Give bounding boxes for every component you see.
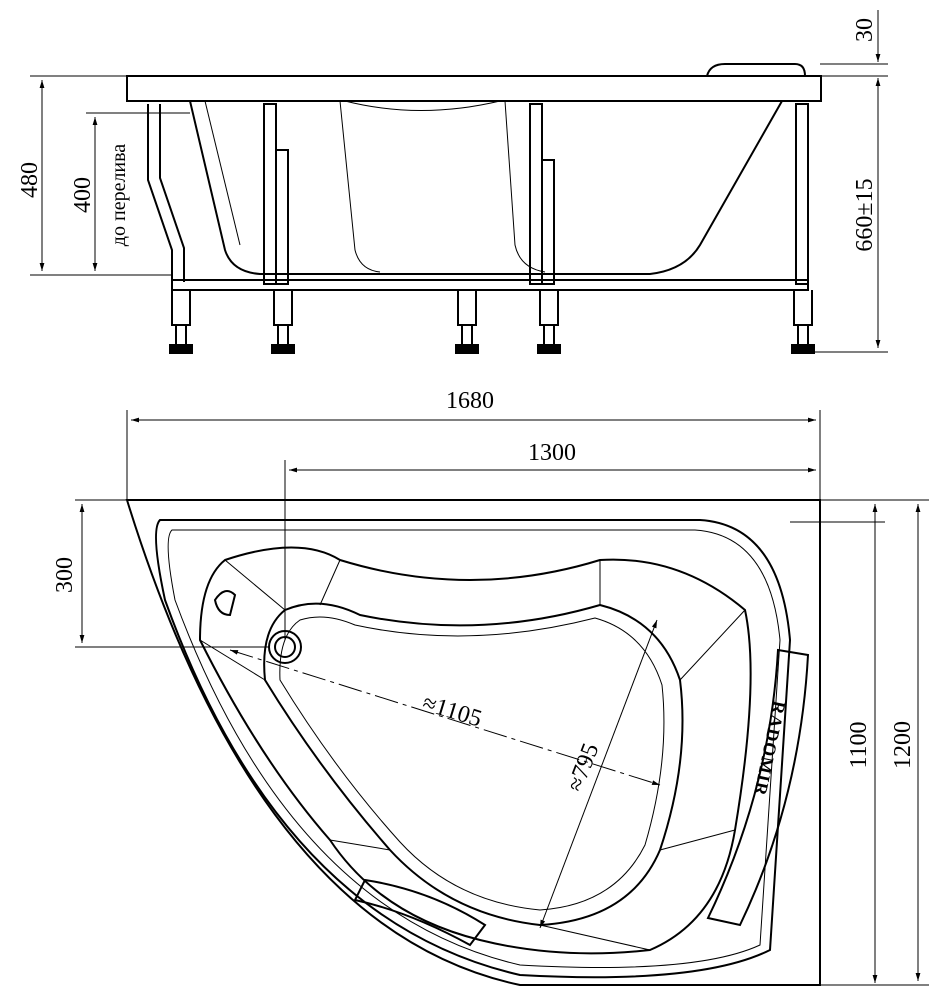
tub-contour: [204, 100, 241, 246]
tub-body: [189, 100, 783, 275]
rim-contour: [167, 529, 781, 968]
dim-480: 480: [17, 162, 43, 198]
dim-400: 400: [70, 177, 96, 213]
dim-1680: 1680: [446, 388, 494, 414]
dim-30: 30: [852, 18, 878, 42]
bowl-facets: [199, 559, 746, 951]
dim-795: ≈795: [563, 740, 605, 795]
dim-1100: 1100: [846, 721, 872, 768]
top-dimensions: 1680 1300 300 ≈1105 ≈795 1100 1200: [52, 388, 929, 986]
headrest-top: [353, 878, 487, 947]
top-view: RADOMIR 1680 1300 300 ≈1105 ≈795 1100 12…: [52, 388, 929, 986]
dim-1300: 1300: [528, 440, 576, 466]
dim-1105: ≈1105: [419, 690, 484, 732]
dim-300: 300: [52, 557, 78, 593]
side-dimensions: 480 400 до перелива 30 660±15: [17, 10, 888, 353]
overflow-hole: [213, 590, 237, 617]
tub-outline: [125, 499, 821, 986]
tub-contour: [339, 100, 381, 273]
headrest: [706, 63, 806, 77]
overflow-label: до перелива: [108, 144, 130, 246]
dim-660: 660±15: [852, 178, 878, 251]
tub-rim: [126, 75, 822, 102]
tub-contour: [344, 100, 501, 111]
frame-legs: [147, 103, 815, 354]
rim-inner: [155, 519, 792, 979]
dim-1200: 1200: [890, 721, 916, 769]
tub-contour: [504, 100, 546, 273]
side-view: 480 400 до перелива 30 660±15: [17, 10, 888, 354]
logo-handrail: RADOMIR: [706, 648, 810, 927]
